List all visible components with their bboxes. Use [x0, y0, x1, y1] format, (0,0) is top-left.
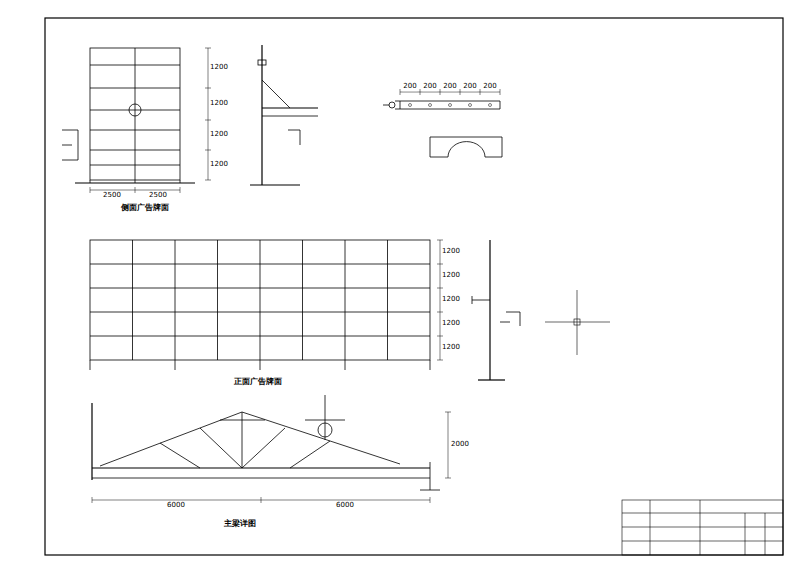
drawing-title: 侧面广告牌面	[120, 204, 170, 213]
dimension-text: 1200	[209, 64, 229, 72]
dimension-text: 1200	[209, 100, 229, 108]
dimension-text: 1200	[441, 344, 461, 352]
dimension-text: 1200	[441, 272, 461, 280]
dimension-text: 200	[422, 83, 437, 91]
dimension-text: 200	[462, 83, 477, 91]
dimension-text: 2500	[102, 192, 122, 200]
dimension-text: 1200	[209, 131, 229, 139]
dimension-text: 6000	[166, 502, 186, 510]
dimension-text: 200	[402, 83, 417, 91]
dimension-text: 2500	[148, 192, 168, 200]
dimension-text: 200	[482, 83, 497, 91]
dimension-text: 200	[442, 83, 457, 91]
dimension-text: 1200	[441, 248, 461, 256]
dimension-text: 6000	[335, 502, 355, 510]
dimension-text: 2000	[450, 441, 470, 449]
dimension-text: 1200	[209, 161, 229, 169]
dimension-text: 1200	[441, 296, 461, 304]
drawing-title: 主梁详图	[223, 520, 257, 529]
drawing-title: 正面广告牌面	[233, 378, 283, 387]
dimension-text: 1200	[441, 320, 461, 328]
